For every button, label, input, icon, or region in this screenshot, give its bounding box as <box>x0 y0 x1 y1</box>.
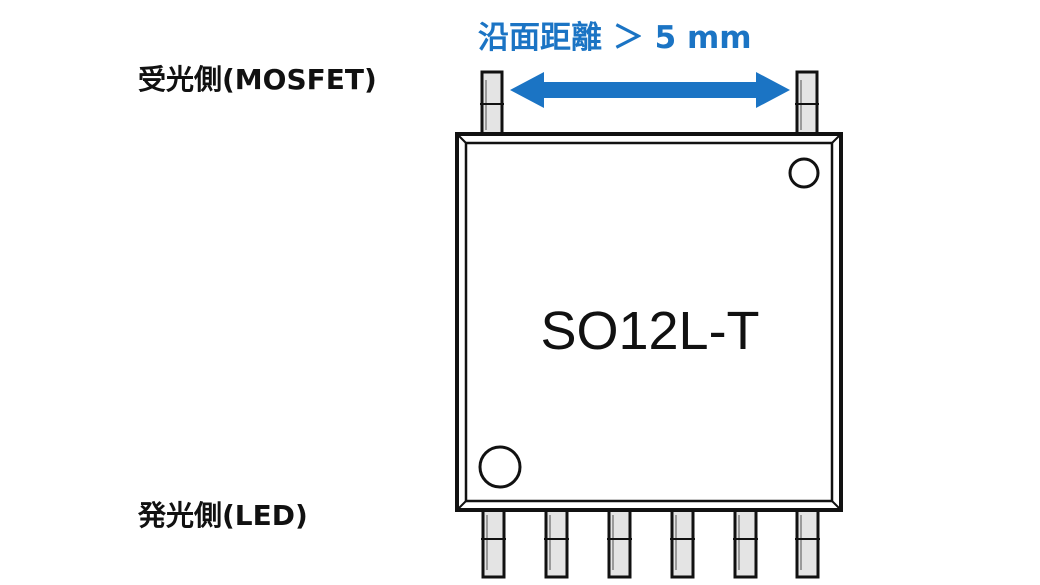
bottom-leads <box>481 505 820 579</box>
index-mark-top-right <box>788 157 820 189</box>
bottom-lead-2 <box>544 505 569 579</box>
package-body <box>455 132 843 512</box>
bottom-lead-1 <box>481 505 506 579</box>
creepage-distance-label: 沿面距離 ＞ 5 mm <box>478 20 752 56</box>
package-name: SO12L-T <box>540 301 760 361</box>
top-lead-left <box>480 70 504 138</box>
receiver-side-label: 受光側(MOSFET) <box>138 63 377 96</box>
bottom-lead-4 <box>670 505 695 579</box>
bottom-lead-3 <box>607 505 632 579</box>
top-leads <box>480 70 819 138</box>
index-mark-bottom-left <box>478 445 522 489</box>
bottom-lead-5 <box>733 505 758 579</box>
creepage-arrow <box>510 72 790 108</box>
top-lead-right <box>795 70 819 138</box>
emitter-side-label: 発光側(LED) <box>138 499 308 532</box>
bottom-lead-6 <box>795 505 820 579</box>
